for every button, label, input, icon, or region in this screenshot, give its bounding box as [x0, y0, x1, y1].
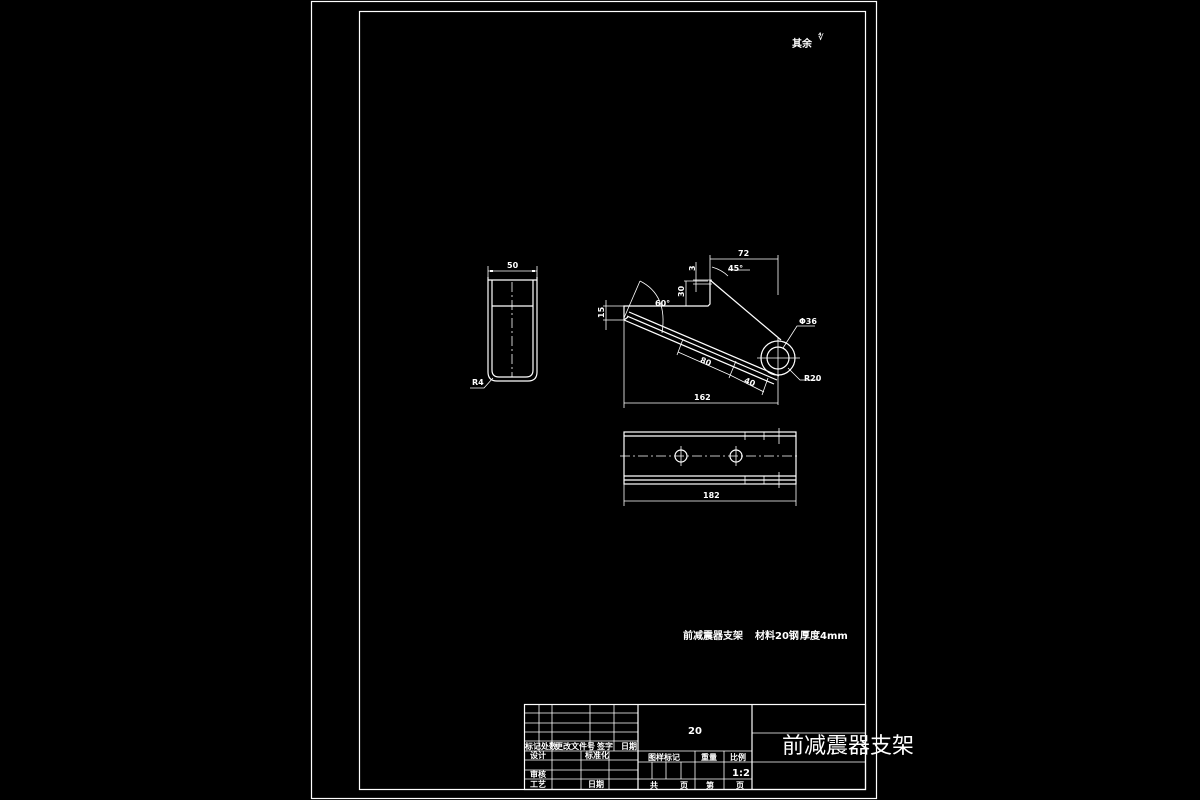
label-design: 设计	[530, 750, 546, 760]
rev-header-mark: 标记处数	[524, 741, 558, 751]
dim-40: 40	[743, 376, 757, 389]
dim-3: 3	[688, 265, 697, 271]
front-view: 72 45° 3 30 15 60° 80 40 162	[597, 249, 822, 408]
label-sheet: 第	[706, 780, 714, 790]
dim-15: 15	[597, 306, 606, 318]
inner-border	[358, 10, 867, 791]
dim-45deg: 45°	[728, 264, 743, 273]
side-view: 50 R4	[470, 261, 538, 389]
label-weight: 重量	[701, 752, 717, 762]
label-total: 共	[650, 780, 658, 790]
dim-30: 30	[677, 285, 686, 297]
label-standardization: 标准化	[584, 750, 609, 760]
scale-value: 1:2	[732, 768, 750, 779]
technical-note: 前减震器支架 材料20钢 厚度4mm	[683, 629, 848, 642]
dim-radius-r4: R4	[472, 378, 484, 387]
dim-width-50: 50	[507, 261, 519, 270]
label-page-2: 页	[736, 781, 744, 790]
top-view: 182	[620, 428, 800, 506]
note-thickness: 厚度4mm	[800, 629, 848, 642]
rev-header-date: 日期	[621, 741, 637, 751]
part-number-field: 20	[688, 726, 702, 737]
dim-72: 72	[738, 249, 749, 258]
dim-60deg: 60°	[655, 299, 670, 308]
drawing-title: 前减震器支架	[782, 734, 914, 759]
dim-80: 80	[699, 355, 713, 368]
label-stage: 图样标记	[648, 752, 680, 762]
surface-roughness-mark: 其余 ∜	[792, 32, 824, 50]
label-scale: 比例	[730, 752, 746, 762]
note-material: 材料20钢	[755, 629, 799, 642]
note-part-name: 前减震器支架	[683, 629, 743, 642]
label-date: 日期	[588, 779, 604, 789]
dim-162: 162	[694, 393, 711, 402]
dim-length-182: 182	[703, 491, 720, 500]
label-process: 工艺	[530, 779, 546, 789]
rev-header-change: 更改文件号	[555, 741, 595, 751]
dim-radius-r20: R20	[804, 374, 822, 383]
svg-text:其余: 其余	[792, 37, 813, 50]
rev-header-sign: 签字	[596, 741, 613, 751]
label-page: 页	[680, 781, 688, 790]
outer-border	[310, 0, 878, 800]
label-review: 审核	[530, 769, 546, 779]
dim-hole-diameter: Φ36	[799, 317, 817, 326]
svg-text:∜: ∜	[818, 32, 824, 42]
title-block: 标记处数 更改文件号 签字 日期 设计 标准化 审核 工艺 日期 20 图样标记…	[523, 703, 914, 791]
